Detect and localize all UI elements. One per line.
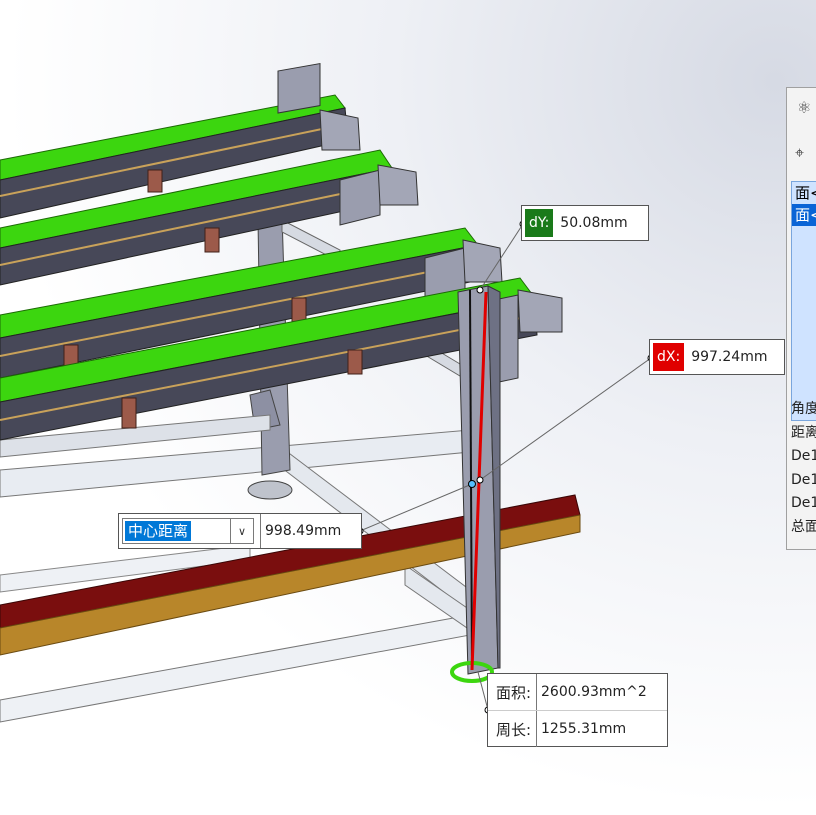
perimeter-value: 1255.31mm bbox=[536, 711, 626, 747]
bracket bbox=[121, 397, 137, 429]
area-value: 2600.93mm^2 bbox=[536, 674, 647, 710]
result-line: De1 bbox=[791, 448, 816, 464]
measure-tool-icon[interactable]: ⚛ bbox=[797, 98, 812, 117]
guard-bar-edge bbox=[0, 514, 581, 656]
bracket bbox=[147, 169, 163, 193]
measure-results: 角度 距离 De1 De1 De1 总面 bbox=[791, 398, 816, 539]
distance-mode-dropdown[interactable]: 中心距离 ∨ bbox=[122, 518, 254, 544]
result-line: 距离 bbox=[791, 424, 816, 441]
center-distance-value: 998.49mm bbox=[260, 514, 341, 548]
distance-mode-selected: 中心距离 bbox=[125, 521, 192, 541]
frame-rail bbox=[0, 414, 271, 458]
dx-tag: dX: bbox=[653, 343, 685, 371]
chevron-down-icon[interactable]: ∨ bbox=[230, 519, 253, 543]
bracket bbox=[291, 297, 307, 323]
dx-callout[interactable]: dX: 997.24mm bbox=[649, 339, 785, 375]
result-line: 角度 bbox=[791, 401, 816, 417]
center-distance-callout[interactable]: 中心距离 ∨ 998.49mm bbox=[118, 513, 362, 549]
selection-item[interactable]: 面< bbox=[792, 204, 816, 226]
area-label: 面积: bbox=[496, 683, 532, 702]
dx-value: 997.24mm bbox=[691, 349, 768, 365]
bracket bbox=[347, 349, 363, 375]
result-line: 总面 bbox=[791, 518, 816, 535]
bracket bbox=[204, 227, 220, 253]
measure-panel[interactable]: ⚛ ⌖ 面< 面< 角度 距离 De1 De1 De1 总面 bbox=[786, 87, 816, 550]
selection-item[interactable]: 面< bbox=[795, 184, 816, 202]
dy-value: 50.08mm bbox=[560, 215, 628, 231]
end-plate bbox=[339, 169, 381, 226]
dy-tag: dY: bbox=[525, 209, 554, 237]
dimension-icon[interactable]: ⌖ bbox=[795, 143, 805, 162]
leveling-foot bbox=[247, 480, 293, 500]
drive-housing bbox=[377, 164, 419, 206]
dy-callout[interactable]: dY: 50.08mm bbox=[521, 205, 649, 241]
selection-list[interactable]: 面< 面< bbox=[791, 181, 816, 421]
frame-leg bbox=[487, 285, 501, 669]
end-plate bbox=[277, 62, 321, 114]
area-perimeter-callout[interactable]: 面积: 2600.93mm^2 周长: 1255.31mm bbox=[487, 673, 668, 747]
perimeter-label: 周长: bbox=[496, 720, 532, 739]
drive-housing bbox=[462, 239, 503, 283]
drive-housing bbox=[517, 289, 563, 333]
measure-line-dy bbox=[469, 289, 473, 671]
result-line: De1 bbox=[791, 471, 816, 488]
result-line: De1 bbox=[791, 495, 816, 511]
drive-housing bbox=[319, 109, 361, 151]
